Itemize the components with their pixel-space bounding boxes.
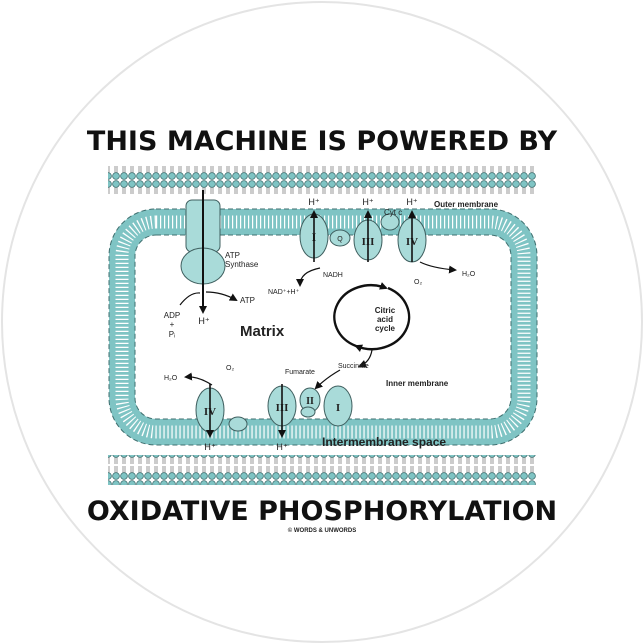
adp-arrow [179,292,201,306]
atp-label: ATP [240,296,255,305]
adp-label: ADP [164,311,180,320]
succinate-arrow [358,349,373,368]
nad-label: NAD⁺+H⁺ [268,289,300,296]
cyt-c-bottom [228,416,248,432]
q-bottom [300,406,316,418]
o2-top-label: O₂ [414,279,422,286]
inner-membrane-label: Inner membrane [386,379,449,388]
q-top [329,229,351,247]
q-top-label: Q [337,236,343,243]
citric-label-3: cycle [375,324,396,333]
atp-arrow [205,291,238,301]
atp-synthase-label-2: Synthase [225,260,259,269]
nadh-label: NADH [323,272,343,279]
complex-2-bottom-label: II [306,396,314,407]
matrix-label: Matrix [240,323,285,340]
inner-membrane-inner-heads [134,234,512,420]
complex-1-bottom [323,385,353,427]
citric-label-1: Citric [375,306,396,315]
intermembrane-space-label: Intermembrane space [322,435,446,449]
succinate-label: Succinate [338,363,369,370]
h2o-top-label: H₂O [462,271,476,278]
atp-synthase-label-1: ATP [225,251,240,260]
citric-cycle-arc-1 [354,286,411,352]
h2o-top-arrow [419,261,457,274]
complex-1-bottom-label: I [336,402,340,414]
citric-label-2: acid [377,315,393,324]
h2o-bottom-label: H₂O [164,375,178,382]
outer-membrane-label: Outer membrane [434,200,499,209]
inner-membrane-tails [115,215,531,439]
copyright: © WORDS & UNWORDS [288,527,356,534]
h2o-bottom-arrow [184,372,213,386]
top-title: THIS MACHINE IS POWERED BY [87,126,558,157]
outer-membrane-bottom [108,455,536,485]
h-plus-1-top: H⁺ [308,197,319,207]
h-plus-3-top: H⁺ [362,197,373,207]
h-plus-3-bottom: H⁺ [276,442,287,452]
citric-cycle-arc-2 [333,282,388,348]
h-plus-4-top: H⁺ [406,197,417,207]
cyt-c-top [380,213,400,231]
plus-label: + [170,320,175,329]
o2-bottom-label: O₂ [226,365,234,372]
fumarate-arrow [314,369,341,390]
nadh-arrow [296,267,321,287]
pi-label: Pᵢ [169,330,176,339]
outer-membrane-top [108,165,536,195]
h-plus-4-bottom: H⁺ [204,442,215,452]
bottom-title: OXIDATIVE PHOSPHORYLATION [87,496,557,527]
h-plus-atp: H⁺ [198,316,209,326]
fumarate-label: Fumarate [285,369,315,376]
cyt-c-label: Cyt c [384,208,402,217]
